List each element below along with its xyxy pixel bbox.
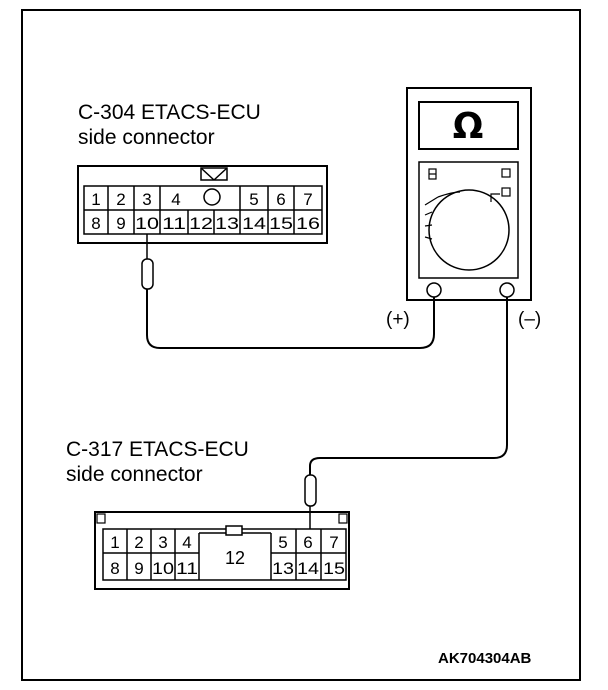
connector-c304: 1 2 3 4 5 6 7 8 9 10 11 12 13 14 15 16 <box>77 165 328 244</box>
c304-connector-label: C-304 ETACS-ECU side connector <box>78 100 261 150</box>
outer-frame <box>21 9 581 681</box>
meter-dial-panel <box>418 161 519 279</box>
c304-connector-name: C-304 ETACS-ECU <box>78 101 261 124</box>
c317-pin-label: 9 <box>134 559 143 578</box>
c304-pin-label: 16 <box>296 214 320 233</box>
c317-corner-tab <box>96 513 106 524</box>
c304-pin-label: 6 <box>276 190 285 209</box>
c317-pin-label: 11 <box>176 559 198 578</box>
c317-connector-name: C-317 ETACS-ECU <box>66 438 249 461</box>
probe-body <box>141 258 154 290</box>
c304-pin-label: 8 <box>91 214 100 233</box>
c317-pin-label: 2 <box>134 533 143 552</box>
c304-pin-label: 12 <box>189 214 213 233</box>
c317-pin-label: 10 <box>152 559 174 578</box>
c317-pin-label: 6 <box>303 533 312 552</box>
c317-pin-label: 14 <box>297 559 319 578</box>
c304-lock-tab <box>200 167 228 181</box>
c317-center-tab <box>225 525 243 536</box>
figure-code: AK704304AB <box>438 650 532 667</box>
minus-probe-label: (–) <box>518 309 542 330</box>
c317-pin-label: 5 <box>278 533 287 552</box>
c304-pin-label: 4 <box>171 190 180 209</box>
c304-pin-label: 3 <box>142 190 151 209</box>
c317-connector-label: C-317 ETACS-ECU side connector <box>66 437 249 487</box>
c304-guide-circle <box>203 188 221 206</box>
c304-housing <box>77 165 328 244</box>
c317-housing <box>94 511 350 590</box>
ohm-symbol-icon: Ω <box>453 106 484 147</box>
plus-probe-label: (+) <box>386 309 410 330</box>
c317-pin-label: 3 <box>158 533 167 552</box>
c304-pin-label: 1 <box>91 190 100 209</box>
c317-pin-label: 8 <box>110 559 119 578</box>
plus-jack-icon <box>426 282 442 298</box>
meter-display <box>418 101 519 150</box>
c317-connector-subtitle: side connector <box>66 463 203 486</box>
c304-pin-label: 5 <box>249 190 258 209</box>
c304-pin-label: 15 <box>269 214 293 233</box>
c317-pin-label: 4 <box>182 533 191 552</box>
c317-pin-label: 15 <box>323 559 345 578</box>
probe-body <box>304 474 317 507</box>
c304-pin-label: 13 <box>215 214 239 233</box>
c304-pin-label: 11 <box>162 214 186 233</box>
minus-lead-wire <box>309 297 508 475</box>
c304-pin-label: 7 <box>303 190 312 209</box>
c304-pin-label: 2 <box>116 190 125 209</box>
c304-connector-subtitle: side connector <box>78 126 215 149</box>
c317-pin-label: 7 <box>329 533 338 552</box>
minus-jack-icon <box>499 282 515 298</box>
c317-pin-label: 13 <box>272 559 294 578</box>
c317-pin-label-center: 12 <box>225 548 245 568</box>
connector-c317: 1 2 3 4 5 6 7 8 9 10 11 13 14 15 12 <box>94 511 350 590</box>
c304-pin-label: 14 <box>242 214 266 233</box>
ohmmeter: Ω <box>406 87 532 301</box>
c317-pin-label: 1 <box>110 533 119 552</box>
c304-pin-label: 9 <box>116 214 125 233</box>
c317-corner-tab <box>338 513 348 524</box>
c317-pin-grid <box>102 528 347 581</box>
meter-body <box>406 87 532 301</box>
rotary-dial-icon <box>428 189 510 271</box>
c304-pin-label: 10 <box>135 214 159 233</box>
plus-lead-wire <box>146 289 435 349</box>
